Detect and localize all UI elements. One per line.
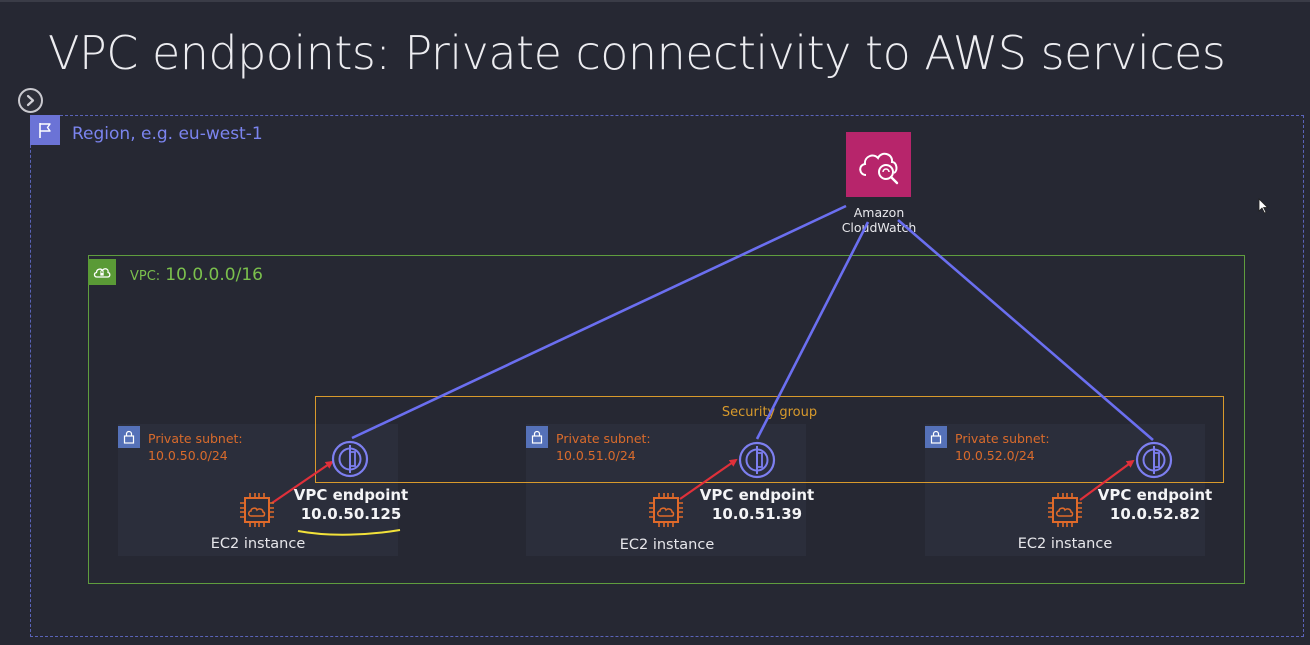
vpc-cloud-icon <box>88 259 116 285</box>
region-boundary <box>30 115 1304 637</box>
ec2-instance-icon <box>649 493 683 527</box>
vpc-label-prefix: VPC: <box>130 269 161 284</box>
private-subnet-1: Private subnet: 10.0.50.0/24 <box>118 424 398 556</box>
vpc-endpoint-label: VPC endpoint 10.0.50.125 <box>293 486 409 523</box>
chevron-right-icon <box>26 94 35 107</box>
region-label: Region, e.g. eu-west-1 <box>72 124 263 144</box>
vpc-endpoint-icon <box>738 441 776 479</box>
ec2-instance-label: EC2 instance <box>619 537 715 553</box>
ec2-instance-label: EC2 instance <box>210 536 306 552</box>
cloudwatch-icon <box>858 152 898 184</box>
vpc-endpoint-icon <box>331 440 369 478</box>
region-flag-icon <box>30 115 60 145</box>
next-slide-button[interactable] <box>18 88 43 113</box>
subnet-label: Private subnet: 10.0.50.0/24 <box>148 431 243 463</box>
security-group-label: Security group <box>721 405 818 420</box>
vpc-endpoint-label: VPC endpoint 10.0.51.39 <box>699 486 815 523</box>
vpc-endpoint-label: VPC endpoint 10.0.52.82 <box>1097 486 1213 523</box>
private-subnet-3: Private subnet: 10.0.52.0/24 <box>925 424 1205 556</box>
cloudwatch-label: Amazon CloudWatch <box>841 205 917 235</box>
ec2-instance-label: EC2 instance <box>1017 536 1113 552</box>
cloudwatch-service <box>846 132 911 197</box>
vpc-cidr: 10.0.0.0/16 <box>165 265 263 285</box>
page-title: VPC endpoints: Private connectivity to A… <box>48 26 1226 80</box>
lock-icon <box>118 426 140 448</box>
vpc-endpoint-icon <box>1135 441 1173 479</box>
ec2-instance-icon <box>240 493 274 527</box>
mouse-cursor-icon <box>1258 198 1269 214</box>
vpc-label: VPC: 10.0.0.0/16 <box>130 265 263 285</box>
ec2-instance-icon <box>1048 493 1082 527</box>
